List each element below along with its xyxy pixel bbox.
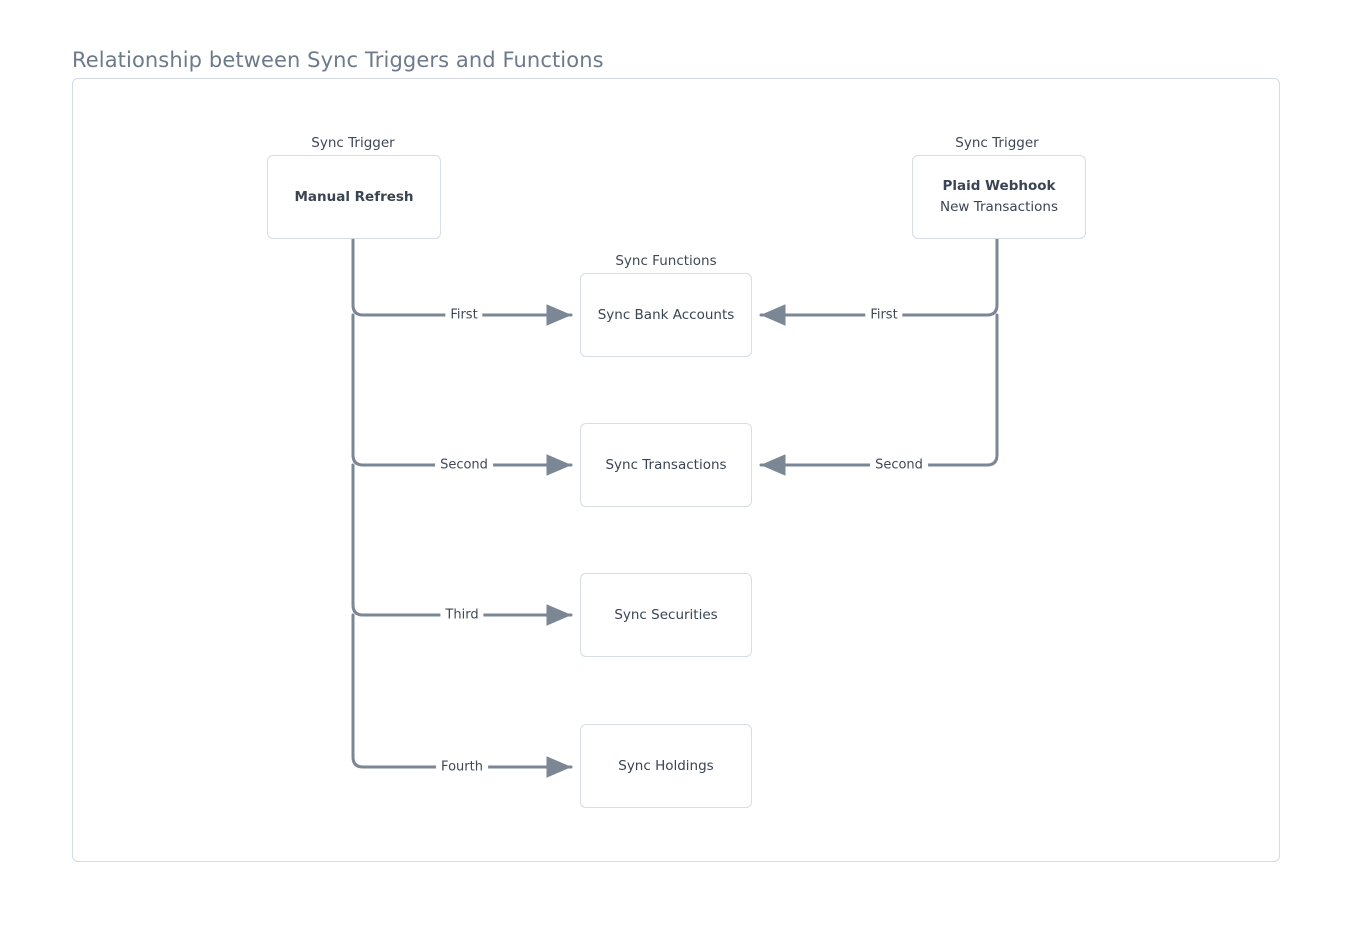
edge-label-manual-fourth: Fourth	[436, 760, 488, 774]
node-sync-transactions-title: Sync Transactions	[605, 456, 727, 473]
node-plaid-webhook-title: Plaid Webhook	[942, 178, 1056, 195]
group-label-sync-functions: Sync Functions	[615, 253, 717, 269]
edge-label-manual-second: Second	[435, 458, 493, 472]
node-plaid-webhook-subtitle: New Transactions	[940, 199, 1058, 215]
node-plaid-webhook[interactable]: Plaid Webhook New Transactions	[912, 155, 1086, 239]
node-sync-bank-accounts[interactable]: Sync Bank Accounts	[580, 273, 752, 357]
node-sync-bank-accounts-title: Sync Bank Accounts	[597, 306, 735, 323]
node-sync-securities-title: Sync Securities	[614, 606, 718, 623]
group-label-sync-trigger-left: Sync Trigger	[311, 135, 395, 151]
edge-label-manual-first: First	[445, 308, 483, 322]
group-label-sync-trigger-right: Sync Trigger	[955, 135, 1039, 151]
node-sync-securities[interactable]: Sync Securities	[580, 573, 752, 657]
edge-label-webhook-first: First	[865, 308, 903, 322]
node-sync-holdings-title: Sync Holdings	[618, 757, 714, 774]
node-manual-refresh[interactable]: Manual Refresh	[267, 155, 441, 239]
node-sync-holdings[interactable]: Sync Holdings	[580, 724, 752, 808]
node-sync-transactions[interactable]: Sync Transactions	[580, 423, 752, 507]
page-title: Relationship between Sync Triggers and F…	[72, 48, 604, 72]
edge-label-manual-third: Third	[440, 608, 484, 622]
edge-label-webhook-second: Second	[870, 458, 928, 472]
node-manual-refresh-title: Manual Refresh	[294, 188, 414, 205]
